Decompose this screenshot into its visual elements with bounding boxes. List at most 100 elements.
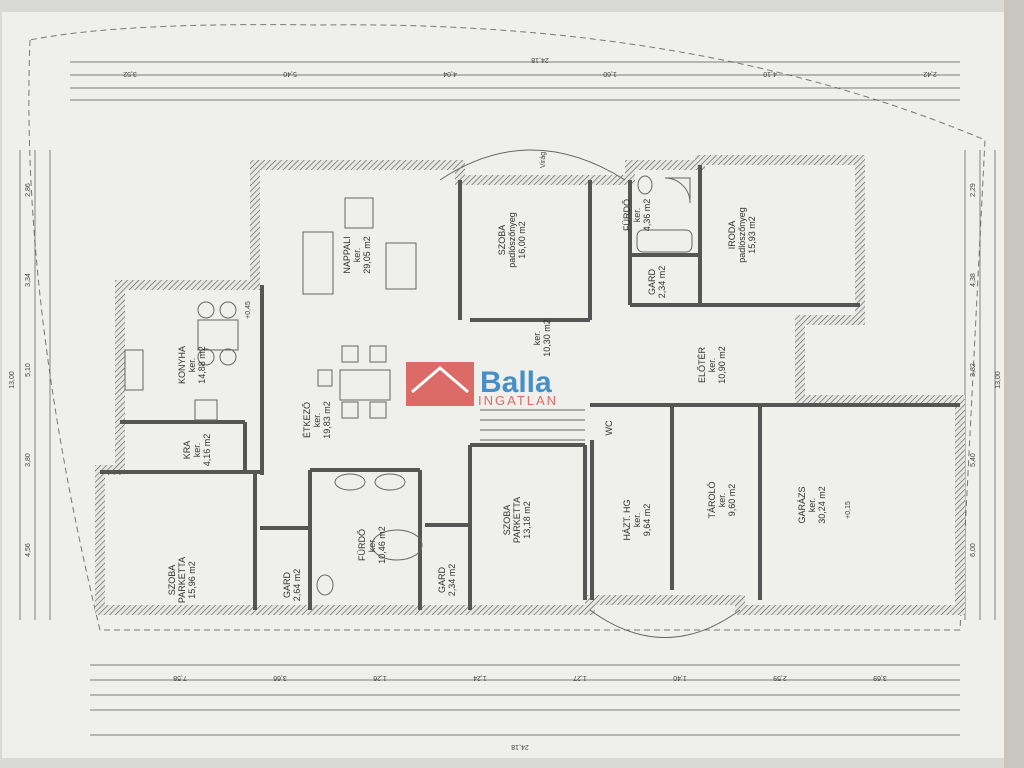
room-label: IRODApadlószőnyeg15,93 m2	[727, 207, 757, 263]
dimension-label: 3,52	[123, 70, 137, 77]
room-label-line: ker.	[707, 358, 717, 373]
dimension-label: 5,10	[25, 363, 32, 377]
dimension-label: 2,42	[923, 70, 937, 77]
terrace-arc-top	[439, 149, 626, 181]
dimension-label: Virág	[540, 152, 547, 168]
room-label-line: ker.	[717, 493, 727, 508]
room-label: FÜRDŐker.10,46 m2	[357, 526, 387, 564]
dimension-label: 5,40	[970, 453, 977, 467]
dimension-label: 24,18	[531, 56, 549, 63]
room-label: GARÁZSker.30,24 m2	[797, 486, 827, 524]
room-label: ELŐTÉRker.10,90 m2	[697, 346, 727, 384]
room-label-line: SZOBA	[167, 565, 177, 596]
dimension-label: 2,86	[25, 183, 32, 197]
dimension-label: 1,24	[473, 674, 487, 681]
dimension-label: 4,56	[25, 543, 32, 557]
room-label-line: 29,05 m2	[362, 236, 372, 274]
dimension-label: 1,60	[603, 70, 617, 77]
room-label-line: padlószőnyeg	[737, 207, 747, 263]
room-label-line: 9,64 m2	[642, 504, 652, 537]
dimension-label: 13,00	[9, 371, 16, 389]
room-label-line: KRA	[182, 441, 192, 460]
room-label: SZOBAPARKETTA13,18 m2	[502, 497, 532, 543]
room-label-line: ker.	[632, 513, 642, 528]
room-label-line: GARD	[437, 567, 447, 594]
room-label-line: TÁROLÓ	[707, 481, 717, 518]
paper-sheet	[2, 12, 1006, 758]
dimension-label: 1,27	[573, 674, 587, 681]
watermark-brand: Balla	[480, 366, 552, 399]
room-label-line: 9,60 m2	[727, 484, 737, 517]
room-label-line: 15,93 m2	[747, 216, 757, 254]
room-label-line: 10,46 m2	[377, 526, 387, 564]
room-label-line: 15,96 m2	[187, 561, 197, 599]
dimension-label: 2,29	[970, 183, 977, 197]
room-label: KONYHAker.14,88 m2	[177, 346, 207, 384]
room-label-line: ELŐTÉR	[697, 346, 707, 383]
room-label-line: 4,16 m2	[202, 434, 212, 467]
dimension-label: 5,40	[283, 70, 297, 77]
room-label-line: SZOBA	[497, 225, 507, 256]
dimension-label: 1,26	[373, 674, 387, 681]
room-label-line: ker.	[367, 538, 377, 553]
dimension-label: 3,82	[970, 363, 977, 377]
room-label-line: ÉTKEZŐ	[302, 402, 312, 438]
room-label-line: 2,64 m2	[292, 569, 302, 602]
dimension-label: 3,34	[25, 273, 32, 287]
room-label-line: ker.	[632, 208, 642, 223]
room-label-line: FÜRDŐ	[622, 199, 632, 231]
room-label: KRAker.4,16 m2	[182, 434, 212, 467]
dimension-label: 24,18	[511, 743, 529, 750]
room-label-line: 10,30 m2	[542, 319, 552, 357]
room-label-line: PARKETTA	[512, 497, 522, 543]
room-label: SZOBApadlószőnyeg16,00 m2	[497, 212, 527, 268]
dimension-label: 4,38	[970, 273, 977, 287]
room-label-line: 13,18 m2	[522, 501, 532, 539]
room-label-line: 10,90 m2	[717, 346, 727, 384]
room-label: TÁROLÓker.9,60 m2	[707, 481, 737, 518]
room-label: ker.10,30 m2	[532, 319, 552, 357]
room-label-line: WC	[604, 420, 614, 435]
room-label: NAPPALIker.29,05 m2	[342, 236, 372, 274]
room-label-line: GARÁZS	[797, 486, 807, 523]
dimension-label: 13,00	[995, 371, 1002, 389]
room-label-line: ker.	[312, 413, 322, 428]
dimension-label: 3,69	[873, 674, 887, 681]
room-label-line: IRODA	[727, 221, 737, 250]
room-label-line: padlószőnyeg	[507, 212, 517, 268]
room-label-line: ker.	[807, 498, 817, 513]
room-label-line: 16,00 m2	[517, 221, 527, 259]
furniture	[124, 175, 693, 596]
room-label-line: 30,24 m2	[817, 486, 827, 524]
room-label-line: 19,83 m2	[322, 401, 332, 439]
room-label-line: PARKETTA	[177, 557, 187, 603]
room-label-line: ker.	[532, 331, 542, 346]
room-label-line: 2,34 m2	[657, 266, 667, 299]
room-label: SZOBAPARKETTA15,96 m2	[167, 557, 197, 603]
dimension-label: 1,40	[673, 674, 687, 681]
room-label-line: ker.	[192, 443, 202, 458]
dimension-lines	[19, 61, 996, 736]
room-label: FÜRDŐker.4,36 m2	[622, 199, 652, 232]
dimension-label: 4,04	[443, 70, 457, 77]
room-label-line: ker.	[187, 358, 197, 373]
room-label-line: ker.	[352, 248, 362, 263]
room-label-line: SZOBA	[502, 505, 512, 536]
interior-walls	[100, 165, 960, 610]
binder-strip	[1004, 0, 1024, 768]
room-label-line: 2,34 m2	[447, 564, 457, 597]
watermark-sub: INGATLAN	[478, 393, 558, 408]
dimension-label: 7,58	[173, 674, 187, 681]
room-label-line: GARD	[282, 572, 292, 599]
room-label: HÁZT. HGker.9,64 m2	[622, 499, 652, 540]
terrace-arc-bottom	[589, 609, 741, 638]
room-label-line: NAPPALI	[342, 236, 352, 273]
room-label-line: 4,36 m2	[642, 199, 652, 232]
room-label-line: KONYHA	[177, 346, 187, 384]
room-label-line: GARD	[647, 269, 657, 296]
room-label-line: 14,88 m2	[197, 346, 207, 384]
room-label: GARD2,64 m2	[282, 569, 302, 602]
dimension-label: 3,80	[25, 453, 32, 467]
room-label: ÉTKEZŐker.19,83 m2	[302, 401, 332, 439]
dimension-label: 6,00	[970, 543, 977, 557]
